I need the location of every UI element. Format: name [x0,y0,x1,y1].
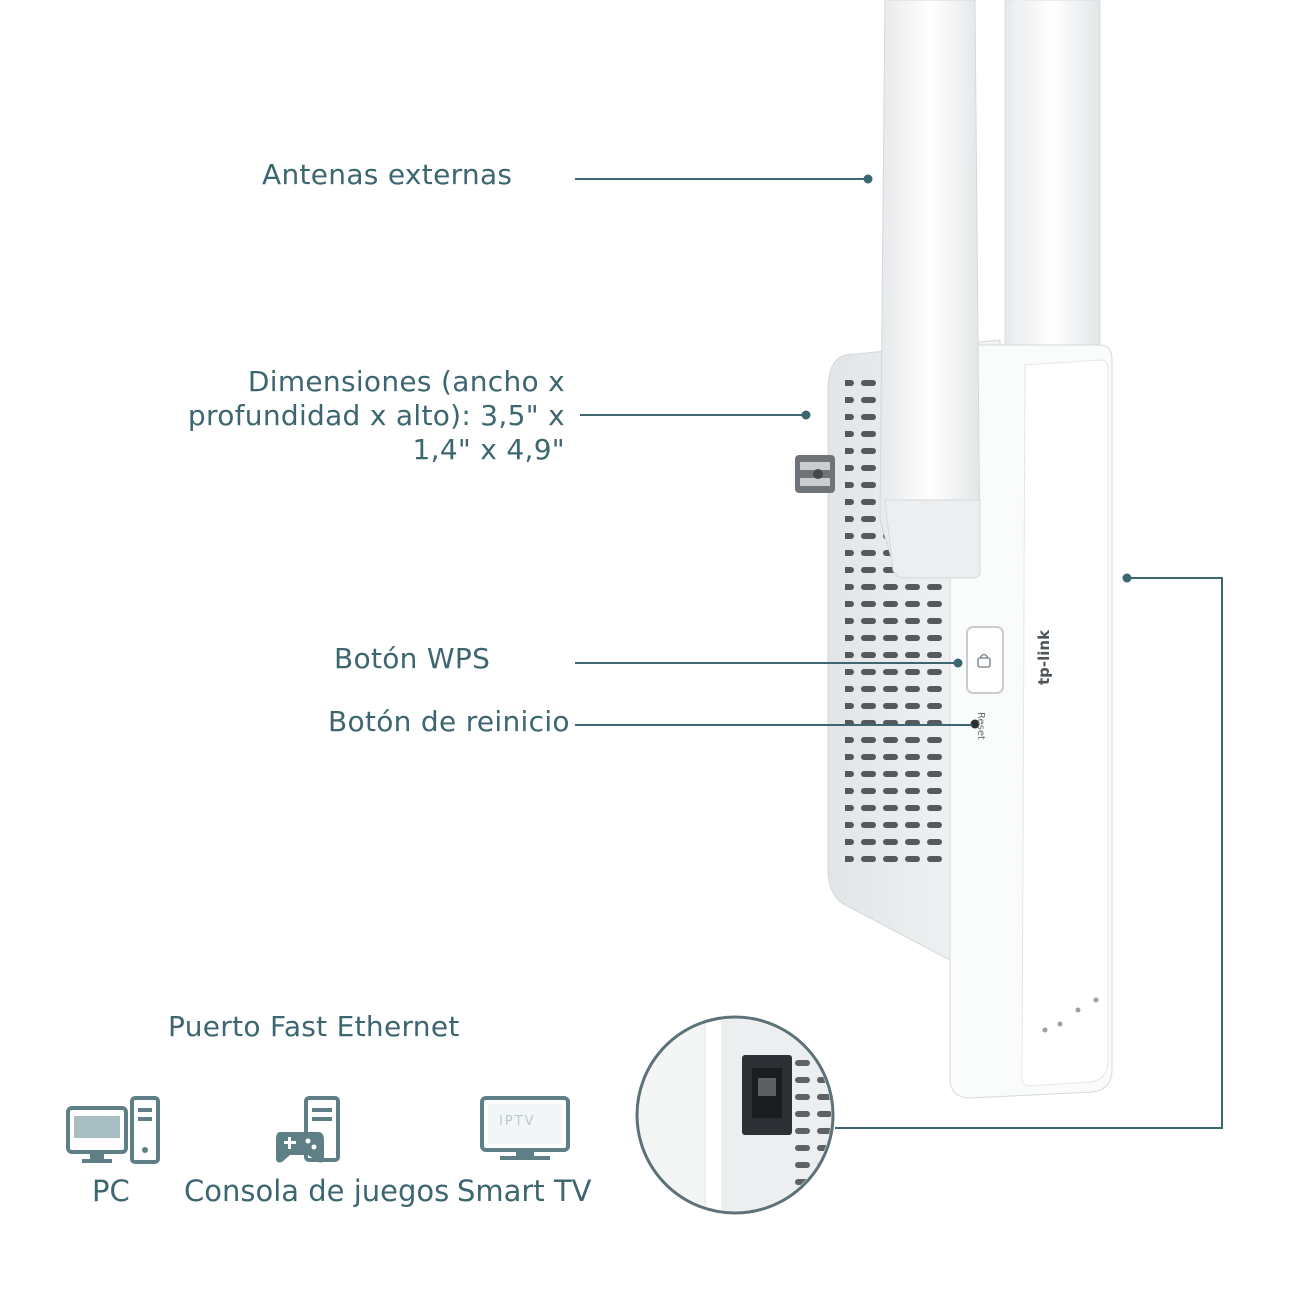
reset-hole [970,719,980,729]
front-antenna [879,0,981,579]
pc-tower-icon [66,1096,160,1164]
device-label-console: Consola de juegos [184,1174,450,1208]
dimensions-label: Dimensiones (ancho x profundidad x alto)… [187,365,565,466]
wps-label: Botón WPS [334,642,491,675]
brand-logo: tp-link [1035,629,1053,685]
tv-screen-text: IPTV [499,1114,536,1129]
power-plug [795,455,835,493]
antenna-callout-dot [863,174,873,184]
dimensions-callout-dot [801,410,811,420]
ethernet-label: Puerto Fast Ethernet [168,1010,460,1043]
reset-label: Reset [975,712,986,740]
device-label-pc: PC [92,1174,130,1208]
game-console-icon [276,1096,340,1163]
reset-label-callout: Botón de reinicio [328,705,570,738]
rear-antenna [1004,0,1101,351]
antennas-label: Antenas externas [262,158,513,191]
leader-lines [575,178,1223,1129]
wps-button-illustration [966,626,1004,694]
wps-callout-dot [953,658,963,668]
device-label-tv: Smart TV [457,1174,592,1208]
ethernet-port-zoom [635,1015,835,1215]
smart-tv-icon [480,1096,570,1160]
ethernet-callout-dot [1122,573,1132,583]
